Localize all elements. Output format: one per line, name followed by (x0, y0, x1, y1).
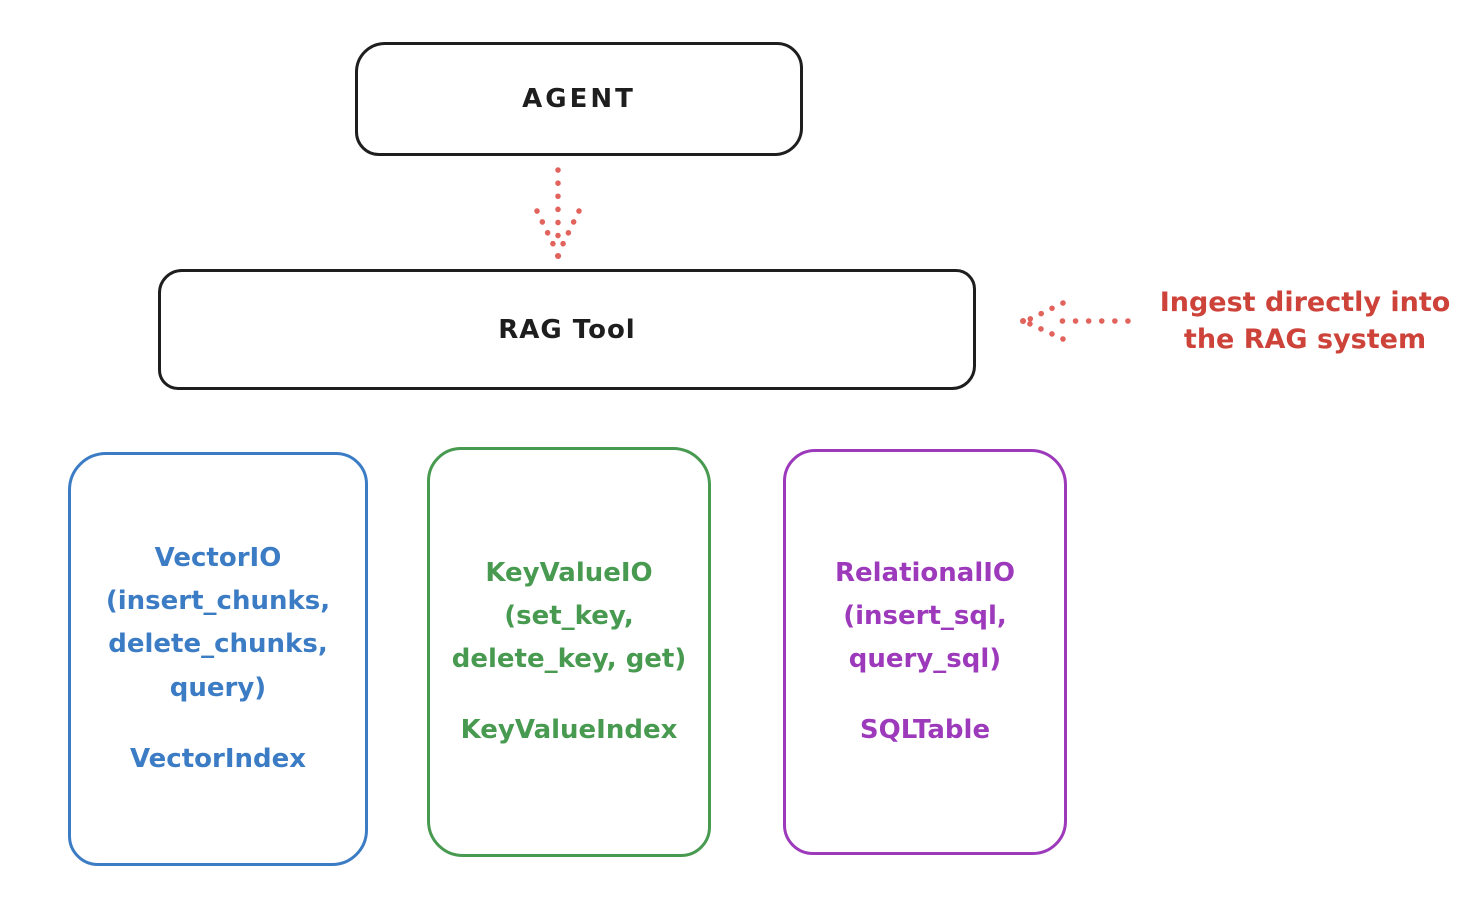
keyvalue-index-label: KeyValueIndex (460, 715, 678, 746)
rag-tool-node: RAG Tool (158, 269, 976, 390)
rag-tool-node-label: RAG Tool (498, 314, 636, 345)
storage-box-vector-io: VectorIO (insert_chunks, delete_chunks, … (68, 452, 368, 866)
agent-to-rag-arrow (534, 167, 582, 259)
ingest-annotation-text: Ingest directly into the RAG system (1159, 287, 1451, 356)
relational-io-label: RelationalIO (insert_sql, query_sql) (834, 557, 1016, 674)
sql-table-label: SQLTable (859, 715, 991, 746)
vector-index-label: VectorIndex (129, 743, 307, 774)
vector-io-label: VectorIO (insert_chunks, delete_chunks, … (105, 543, 331, 703)
ingest-annotation-arrow (1020, 300, 1131, 342)
agent-node: AGENT (355, 42, 803, 156)
keyvalue-io-label: KeyValueIO (set_key, delete_key, get) (451, 557, 687, 674)
agent-node-label: AGENT (522, 84, 636, 114)
storage-box-relational-io: RelationalIO (insert_sql, query_sql) SQL… (783, 449, 1067, 855)
storage-box-keyvalue-io: KeyValueIO (set_key, delete_key, get) Ke… (427, 447, 711, 857)
